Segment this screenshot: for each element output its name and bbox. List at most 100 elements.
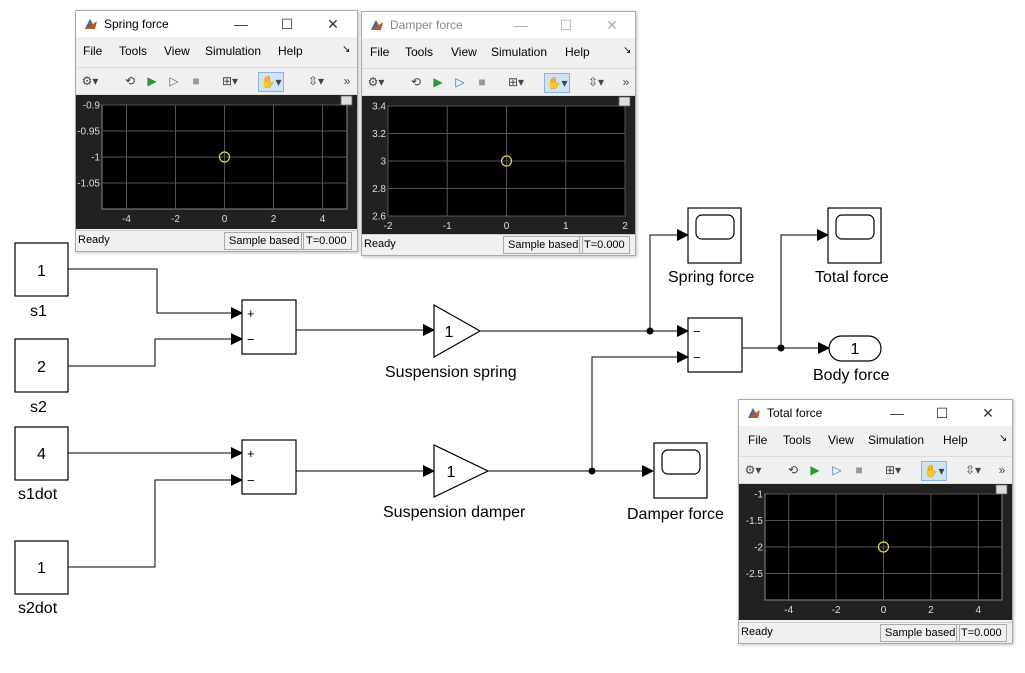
menu-file[interactable]: File [370,45,390,59]
sum-sign-top: + [247,306,255,321]
minimize-icon[interactable]: — [514,17,528,33]
close-icon[interactable]: ✕ [982,405,994,421]
sum-block-damper[interactable]: + − [241,439,297,495]
menu-view[interactable]: View [164,44,190,58]
step-back-icon[interactable]: ⟲ [410,75,422,89]
stop-icon[interactable]: ■ [478,75,486,89]
status-bar: Ready Sample based T=0.000 [362,234,635,255]
menu-file[interactable]: File [83,44,103,58]
settings-icon[interactable]: ⚙▾ [744,463,762,477]
block-label-s1: s1 [30,303,47,320]
toolbar-overflow-icon[interactable]: » [343,74,351,88]
menu-tools[interactable]: Tools [405,45,434,59]
title-bar[interactable]: Spring force — ☐ ✕ [76,11,357,37]
status-time: T=0.000 [301,232,352,250]
signal-s1-to-sum[interactable] [68,268,243,319]
signal-spring-to-scope[interactable] [649,229,689,331]
pan-icon[interactable]: ✋▾ [544,73,570,93]
toolbar-overflow-icon[interactable]: » [998,463,1006,477]
menu-view[interactable]: View [828,433,854,447]
block-label-body-force: Body force [813,367,890,384]
pan-icon[interactable]: ✋▾ [258,72,284,92]
minimize-icon[interactable]: — [234,16,248,32]
undock-icon[interactable] [995,484,1008,495]
menu-arrow-icon[interactable]: ↘ [342,44,351,55]
scope-window-spring-force[interactable]: Spring force — ☐ ✕ File Tools View Simul… [75,10,358,252]
gain-block-suspension-spring[interactable]: 1 [433,303,482,359]
run-icon[interactable]: ▶ [810,463,820,477]
menu-simulation[interactable]: Simulation [868,433,925,447]
highlight-icon[interactable]: ⊞▾ [884,463,902,477]
undock-icon[interactable] [618,96,631,107]
y-tick-label: 3.2 [372,129,386,140]
scope-block-spring-force[interactable] [687,207,742,264]
menu-arrow-icon[interactable]: ↘ [999,433,1008,444]
settings-icon[interactable]: ⚙▾ [81,74,99,88]
signal-s2-to-sum[interactable] [68,333,243,367]
menu-arrow-icon[interactable]: ↘ [623,45,632,56]
gain-block-suspension-damper[interactable]: 1 [433,444,490,498]
title-bar[interactable]: Total force — ☐ ✕ [739,400,1012,426]
settings-icon[interactable]: ⚙▾ [367,75,385,89]
signal-s2dot-to-sum[interactable] [68,474,243,568]
title-bar[interactable]: Damper force — ☐ ✕ [362,12,635,38]
run-icon[interactable]: ▶ [147,74,157,88]
menu-tools[interactable]: Tools [783,433,812,447]
menu-simulation[interactable]: Simulation [205,44,262,58]
minimize-icon[interactable]: — [890,405,904,421]
highlight-icon[interactable]: ⊞▾ [221,74,239,88]
step-forward-icon[interactable]: ▷ [832,463,842,477]
sum-block-spring[interactable]: + − [241,299,297,355]
scale-icon[interactable]: ⇳▾ [964,463,982,477]
outport-block-body-force[interactable]: 1 [828,335,882,362]
step-back-icon[interactable]: ⟲ [124,74,136,88]
scope-block-damper-force[interactable] [653,442,708,499]
menu-simulation[interactable]: Simulation [491,45,548,59]
maximize-icon[interactable]: ☐ [559,17,573,33]
step-back-icon[interactable]: ⟲ [787,463,799,477]
y-tick-label: -0.95 [77,127,100,138]
menu-help[interactable]: Help [565,45,590,59]
constant-block-s2dot[interactable]: 1 [14,540,69,595]
undock-icon[interactable] [340,95,353,106]
highlight-icon[interactable]: ⊞▾ [507,75,525,89]
x-tick-label: 2 [928,605,934,616]
step-forward-icon[interactable]: ▷ [455,75,465,89]
stop-icon[interactable]: ■ [192,74,200,88]
scale-icon[interactable]: ⇳▾ [587,75,605,89]
run-icon[interactable]: ▶ [433,75,443,89]
menu-view[interactable]: View [451,45,477,59]
menu-file[interactable]: File [748,433,768,447]
constant-block-s1[interactable]: 1 [14,242,69,297]
menu-help[interactable]: Help [278,44,303,58]
status-time: T=0.000 [956,624,1007,642]
constant-block-s2[interactable]: 2 [14,338,69,393]
sum-block-total[interactable]: − − [687,317,743,373]
block-label-s1dot: s1dot [18,486,58,503]
scope-block-total-force[interactable] [827,207,882,264]
pan-icon[interactable]: ✋▾ [921,461,947,481]
menu-help[interactable]: Help [943,433,968,447]
scale-icon[interactable]: ⇳▾ [307,74,325,88]
close-icon[interactable]: ✕ [327,16,339,32]
constant-block-s1dot[interactable]: 4 [14,426,69,481]
menu-tools[interactable]: Tools [119,44,148,58]
maximize-icon[interactable]: ☐ [280,16,294,32]
signal-damper-to-total-sum[interactable] [591,351,689,471]
toolbar: ⚙▾ ⟲ ▶ ▷ ■ ⊞▾ ✋▾ ⇳▾ » [362,68,635,96]
toolbar-overflow-icon[interactable]: » [622,75,630,89]
scope-window-total-force[interactable]: Total force — ☐ ✕ File Tools View Simula… [738,399,1013,644]
close-icon[interactable]: ✕ [606,17,618,33]
step-forward-icon[interactable]: ▷ [169,74,179,88]
maximize-icon[interactable]: ☐ [935,405,949,421]
scope-window-damper-force[interactable]: Damper force — ☐ ✕ File Tools View Simul… [361,11,636,256]
stop-icon[interactable]: ■ [855,463,863,477]
signal-total-to-scope[interactable] [780,229,829,348]
